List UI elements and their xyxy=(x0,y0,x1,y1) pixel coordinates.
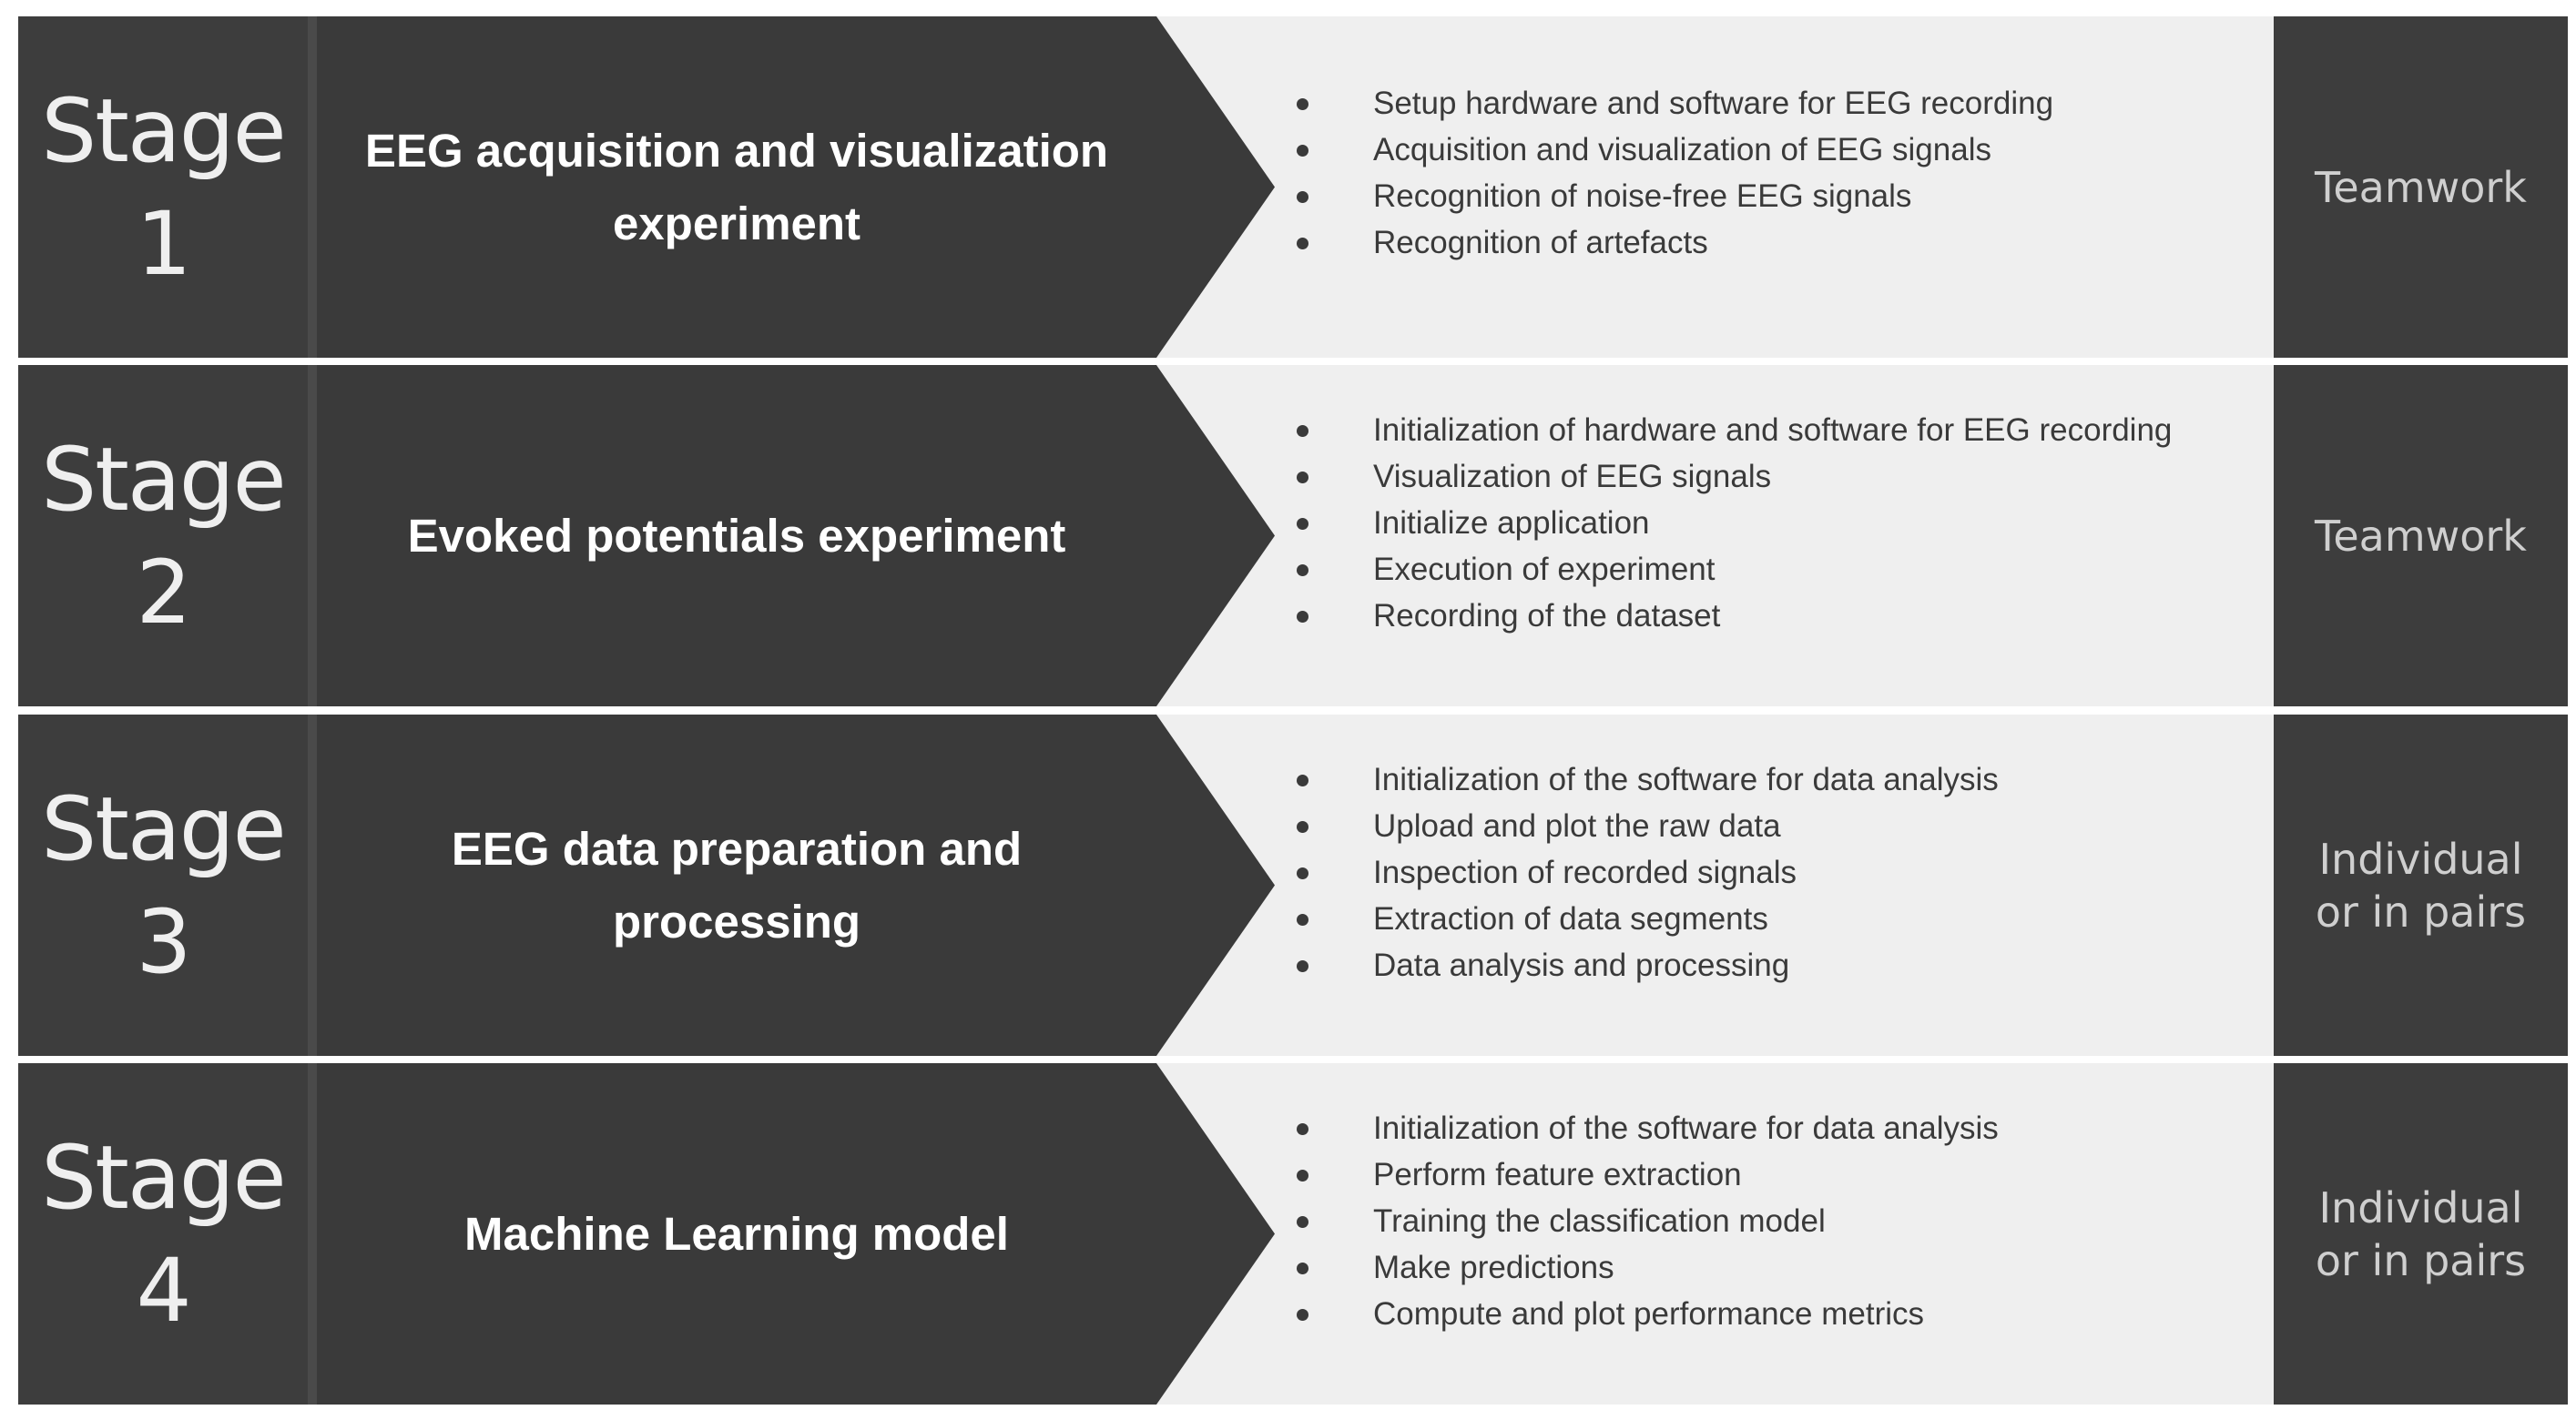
task-item: Training the classification model xyxy=(1293,1198,2276,1244)
stage-arrow xyxy=(317,1063,1275,1405)
stage-separator xyxy=(308,715,317,1056)
work-mode: Individual or in pairs xyxy=(2274,715,2568,1056)
stage-title: Machine Learning model xyxy=(464,1207,1009,1260)
stage-label-box: Stage 1 xyxy=(18,16,308,358)
task-item: Make predictions xyxy=(1293,1244,2276,1291)
stage-separator xyxy=(308,16,317,358)
task-item: Recognition of noise-free EEG signals xyxy=(1293,173,2276,219)
task-panel xyxy=(1111,715,2286,1056)
task-panel xyxy=(1111,16,2286,358)
task-item: Execution of experiment xyxy=(1293,546,2276,593)
stage-arrow xyxy=(317,715,1275,1056)
stage-arrow xyxy=(317,365,1275,706)
task-item: Setup hardware and software for EEG reco… xyxy=(1293,80,2276,127)
stage-row-3: Stage 3 EEG data preparation and process… xyxy=(18,715,2568,1056)
task-panel xyxy=(1111,1063,2286,1405)
stage-word: Stage xyxy=(41,777,286,880)
stage-label-box: Stage 2 xyxy=(18,365,308,706)
task-list: Initialization of hardware and software … xyxy=(1293,365,2276,706)
task-item: Extraction of data segments xyxy=(1293,896,2276,942)
task-list: Setup hardware and software for EEG reco… xyxy=(1293,16,2276,358)
stage-title: EEG acquisition and visualization experi… xyxy=(364,124,1109,249)
stage-row-1: Stage 1 EEG acquisition and visualizatio… xyxy=(18,16,2568,358)
task-list: Initialization of the software for data … xyxy=(1293,715,2276,1056)
task-item: Initialization of hardware and software … xyxy=(1293,407,2276,453)
stage-word: Stage xyxy=(41,79,286,182)
task-item: Data analysis and processing xyxy=(1293,942,2276,989)
stage-title: EEG data preparation and processing xyxy=(451,822,1023,948)
task-item: Recording of the dataset xyxy=(1293,593,2276,639)
stage-label-box: Stage 3 xyxy=(18,715,308,1056)
stage-word: Stage xyxy=(41,428,286,531)
task-item: Visualization of EEG signals xyxy=(1293,453,2276,500)
stage-number: 2 xyxy=(136,541,191,644)
stage-title: Evoked potentials experiment xyxy=(407,509,1066,562)
task-item: Compute and plot performance metrics xyxy=(1293,1291,2276,1337)
work-mode: Teamwork xyxy=(2274,365,2568,706)
task-panel xyxy=(1111,365,2286,706)
task-list: Initialization of the software for data … xyxy=(1293,1063,2276,1405)
task-item: Inspection of recorded signals xyxy=(1293,849,2276,896)
stage-arrow xyxy=(317,16,1275,358)
work-mode: Teamwork xyxy=(2274,16,2568,358)
stage-separator xyxy=(308,365,317,706)
task-item: Initialization of the software for data … xyxy=(1293,1105,2276,1151)
stage-number: 3 xyxy=(136,890,191,993)
stage-word: Stage xyxy=(41,1126,286,1229)
stage-label-box: Stage 4 xyxy=(18,1063,308,1405)
stage-number: 1 xyxy=(136,192,191,295)
task-item: Upload and plot the raw data xyxy=(1293,803,2276,849)
stage-separator xyxy=(308,1063,317,1405)
task-item: Perform feature extraction xyxy=(1293,1151,2276,1198)
work-mode: Individual or in pairs xyxy=(2274,1063,2568,1405)
task-item: Initialization of the software for data … xyxy=(1293,756,2276,803)
task-item: Initialize application xyxy=(1293,500,2276,546)
stage-row-2: Stage 2 Evoked potentials experiment Ini… xyxy=(18,365,2568,706)
stage-number: 4 xyxy=(136,1239,191,1342)
stage-row-4: Stage 4 Machine Learning model Initializ… xyxy=(18,1063,2568,1405)
task-item: Acquisition and visualization of EEG sig… xyxy=(1293,127,2276,173)
task-item: Recognition of artefacts xyxy=(1293,219,2276,266)
